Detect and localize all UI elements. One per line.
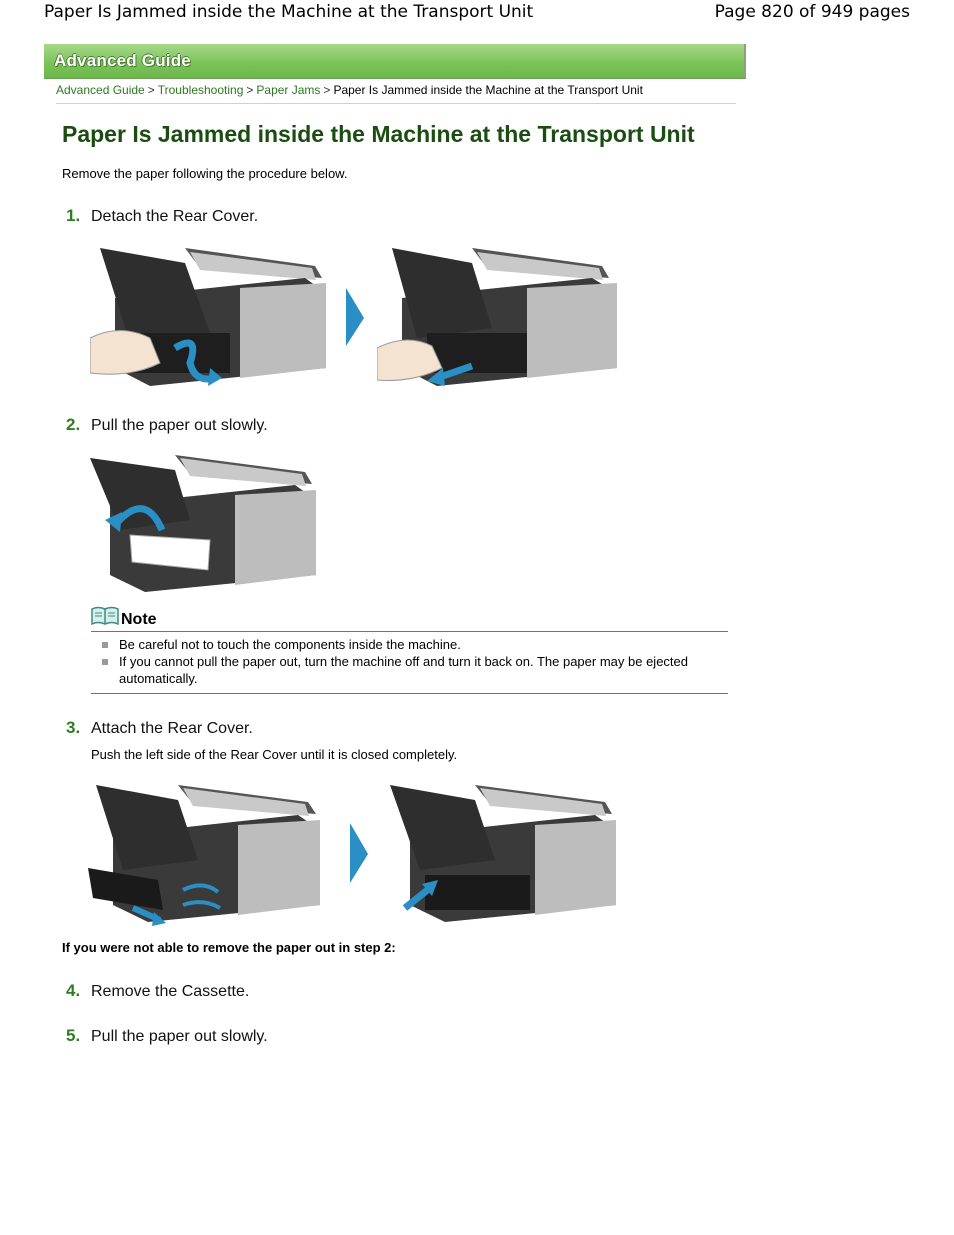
breadcrumb-separator: > xyxy=(323,83,331,97)
page-title: Paper Is Jammed inside the Machine at th… xyxy=(62,121,695,147)
next-step-arrow-icon xyxy=(350,823,368,883)
step-text: Pull the paper out slowly. xyxy=(91,417,268,434)
note-list: Be careful not to touch the components i… xyxy=(91,636,728,694)
note-item: If you cannot pull the paper out, turn t… xyxy=(91,653,728,687)
page-number: Page 820 of 949 pages xyxy=(714,2,910,22)
breadcrumb-link-troubleshooting[interactable]: Troubleshooting xyxy=(157,83,244,97)
step-3-subtext: Push the left side of the Rear Cover unt… xyxy=(91,747,458,762)
note-item: Be careful not to touch the components i… xyxy=(91,636,728,653)
step-1: 1. Detach the Rear Cover. xyxy=(66,206,258,226)
step-text: Pull the paper out slowly. xyxy=(91,1028,268,1045)
breadcrumb-link-paper-jams[interactable]: Paper Jams xyxy=(256,83,321,97)
printer-rear-cover-detach-illustration xyxy=(90,248,326,386)
step-2: 2. Pull the paper out slowly. xyxy=(66,415,268,435)
advanced-guide-banner: Advanced Guide xyxy=(44,44,746,79)
breadcrumb-separator: > xyxy=(246,83,254,97)
step-4: 4. Remove the Cassette. xyxy=(66,981,249,1001)
page-header-title: Paper Is Jammed inside the Machine at th… xyxy=(44,2,534,22)
note-item-text: If you cannot pull the paper out, turn t… xyxy=(119,654,688,686)
next-step-arrow-icon xyxy=(346,288,364,346)
printer-rear-cover-removed-illustration xyxy=(377,248,617,386)
page-header: Paper Is Jammed inside the Machine at th… xyxy=(0,0,954,26)
step-text: Remove the Cassette. xyxy=(91,983,250,1000)
note-box: Note Be careful not to touch the compone… xyxy=(91,606,728,694)
note-label: Note xyxy=(121,611,157,628)
note-item-text: Be careful not to touch the components i… xyxy=(119,637,461,652)
printer-pull-paper-illustration xyxy=(90,455,316,592)
printer-attach-cover-illustration xyxy=(88,785,320,926)
banner-label: Advanced Guide xyxy=(54,51,191,70)
step-number: 3. xyxy=(66,718,81,737)
step-text: Detach the Rear Cover. xyxy=(91,208,259,225)
breadcrumb-link-advanced-guide[interactable]: Advanced Guide xyxy=(56,83,145,97)
bullet-square-icon xyxy=(102,659,108,665)
step-number: 1. xyxy=(66,206,81,225)
note-header: Note xyxy=(91,606,728,632)
step-text: Attach the Rear Cover. xyxy=(91,720,253,737)
breadcrumb-current: Paper Is Jammed inside the Machine at th… xyxy=(333,83,643,97)
step-number: 5. xyxy=(66,1026,81,1045)
fallback-heading: If you were not able to remove the paper… xyxy=(62,940,396,955)
bullet-square-icon xyxy=(102,642,108,648)
printer-cover-closed-illustration xyxy=(390,785,616,922)
step-number: 2. xyxy=(66,415,81,434)
step-3: 3. Attach the Rear Cover. xyxy=(66,718,253,738)
intro-text: Remove the paper following the procedure… xyxy=(62,166,348,181)
breadcrumb: Advanced Guide>Troubleshooting>Paper Jam… xyxy=(56,83,736,104)
step-number: 4. xyxy=(66,981,81,1000)
step-5: 5. Pull the paper out slowly. xyxy=(66,1026,268,1046)
book-icon xyxy=(91,606,119,626)
breadcrumb-separator: > xyxy=(147,83,155,97)
